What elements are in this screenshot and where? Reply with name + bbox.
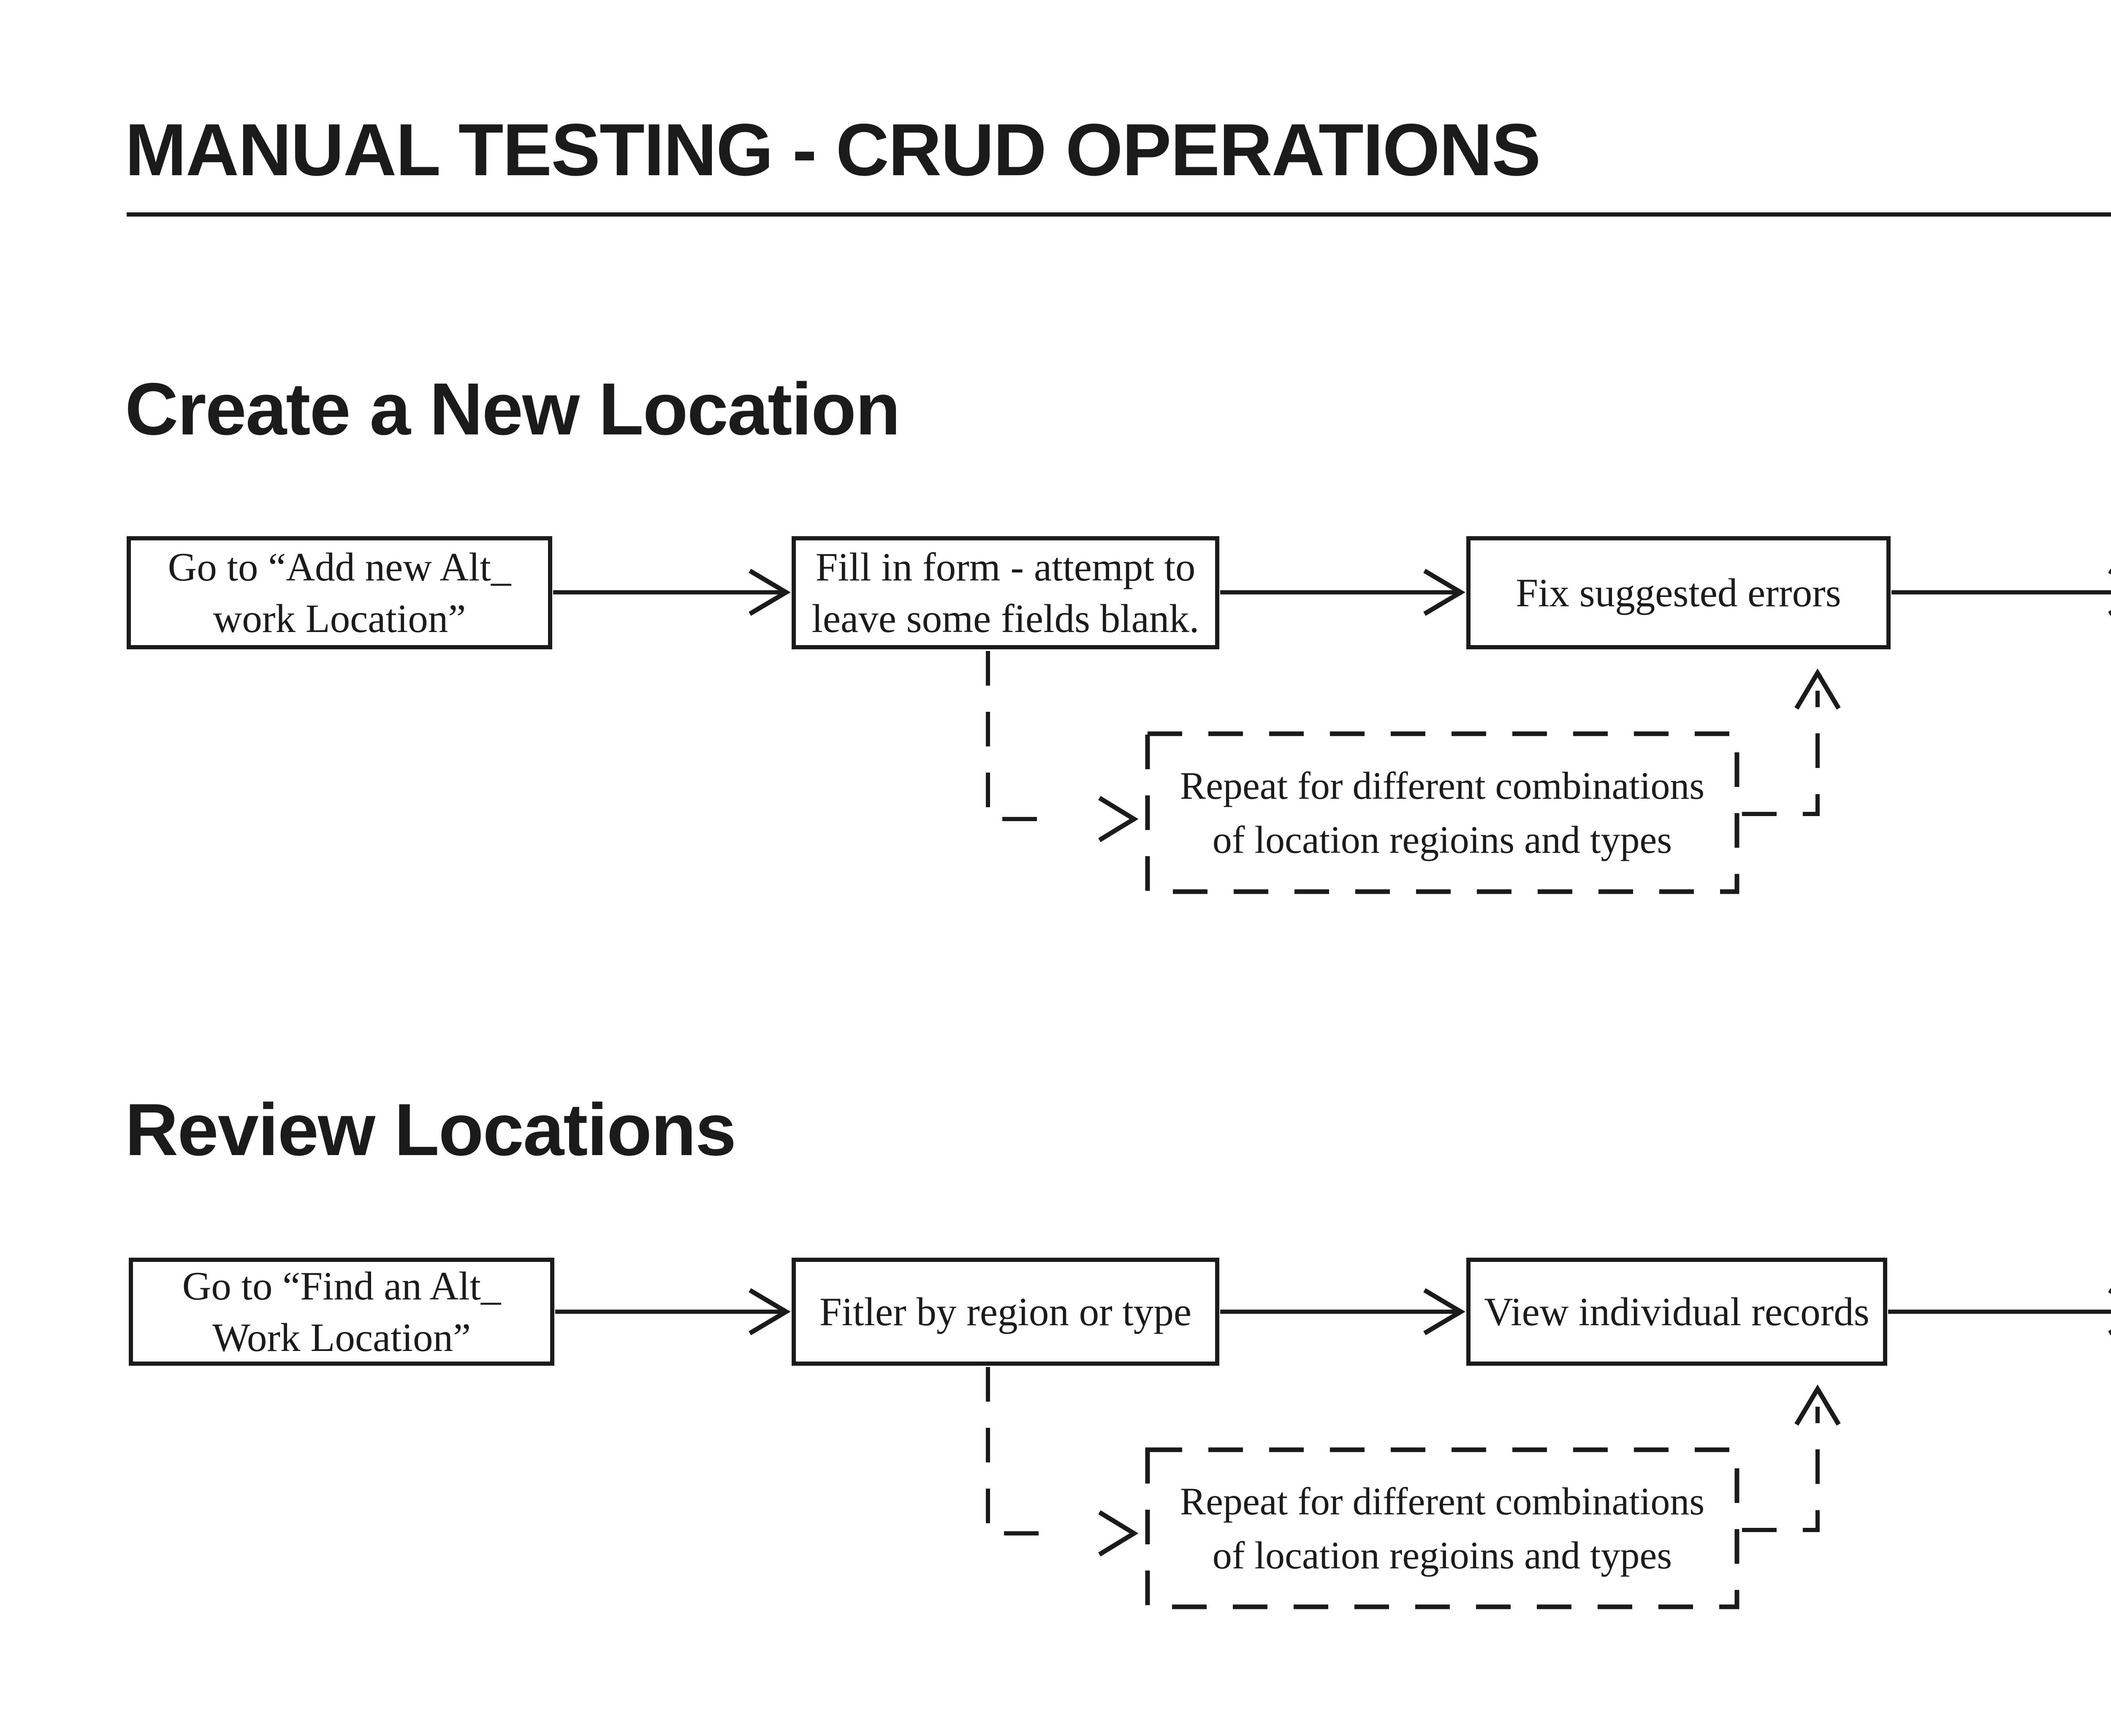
flow1-repeat-note: Repeat for different combinations of loc… (1148, 734, 1737, 892)
flow2-step1-line1: Go to “Find an Alt_ (182, 1264, 501, 1308)
flow2-step2-line1: Fitler by region or type (819, 1289, 1192, 1334)
page-title: MANUAL TESTING - CRUD OPERATIONS (125, 109, 1541, 191)
flow2-loop-back-connector (1742, 1407, 1820, 1532)
flow1-loop-back-connector (1742, 691, 1820, 816)
flow2-loop-back-head-icon (1794, 1384, 1841, 1426)
section-heading-review: Review Locations (125, 1089, 736, 1171)
flow2-step-box-2: Fitler by region or type (792, 1258, 1219, 1366)
flow1-step1-line1: Go to “Add new Alt_ (168, 545, 511, 589)
section-heading-create: Create a New Location (125, 368, 901, 450)
flow1-loop-back-head-icon (1794, 668, 1841, 710)
flow2-repeat-dashed-box (1145, 1447, 1739, 1609)
flow1-repeat-line2: of location regioins and types (1212, 818, 1672, 861)
flow2-arrow1-head-icon (749, 1288, 791, 1335)
flow1-step1-line2: work Location” (213, 596, 466, 641)
flow1-arrow2-head-icon (1423, 569, 1465, 616)
flow2-loop-out-connector (986, 1367, 1043, 1535)
flow1-step2-line1: Fill in form - attempt to (815, 545, 1196, 589)
title-underline (127, 212, 2111, 217)
flow2-step-box-3: View individual records (1466, 1258, 1887, 1366)
flow2-step1-line2: Work Location” (212, 1315, 471, 1360)
flow1-step-box-2: Fill in form - attempt to leave some fie… (792, 536, 1219, 649)
flow2-arrow2-head-icon (1423, 1288, 1465, 1335)
flow2-repeat-line1: Repeat for different combinations (1180, 1480, 1705, 1523)
flow1-repeat-dashed-box (1145, 731, 1739, 894)
flow2-step3-line1: View individual records (1484, 1289, 1870, 1334)
flow2-loop-out-head-icon (1098, 1510, 1139, 1557)
flow2-repeat-line2: of location regioins and types (1212, 1534, 1672, 1577)
flow1-step3-line1: Fix suggested errors (1516, 570, 1841, 615)
flow1-loop-out-head-icon (1098, 796, 1139, 842)
flow2-repeat-note: Repeat for different combinations of loc… (1148, 1450, 1737, 1607)
flow2-step-box-1: Go to “Find an Alt_ Work Location” (129, 1258, 554, 1366)
flow1-step-box-1: Go to “Add new Alt_ work Location” (127, 536, 552, 649)
flow1-loop-out-connector (986, 651, 1043, 821)
flow1-step-box-3: Fix suggested errors (1466, 536, 1891, 649)
flow1-arrow1-head-icon (749, 569, 791, 616)
flow1-step2-line2: leave some fields blank. (811, 596, 1199, 641)
flow1-repeat-line1: Repeat for different combinations (1180, 764, 1705, 807)
